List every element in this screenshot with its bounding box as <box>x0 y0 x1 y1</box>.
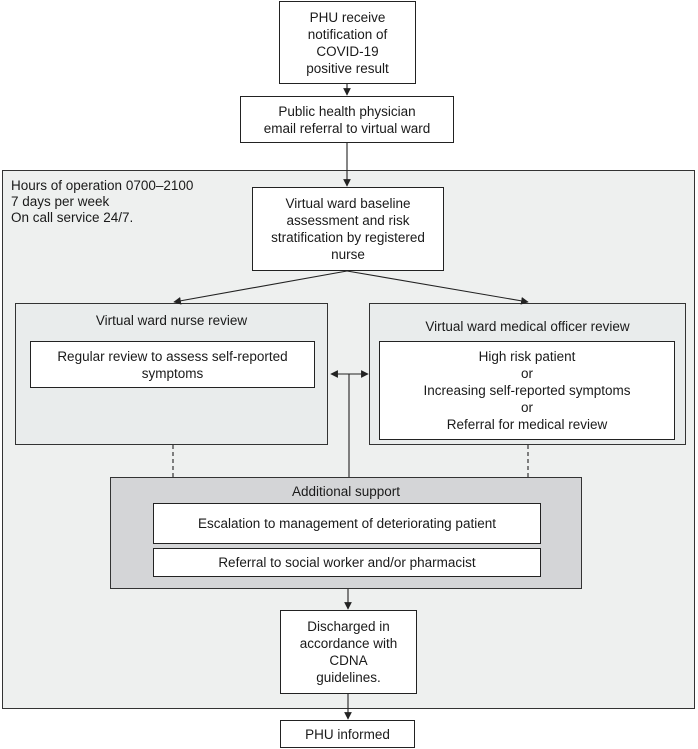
arrow-assessment-to-nurse-review <box>173 270 348 305</box>
nurse-review-title: Virtual ward nurse review <box>95 313 248 328</box>
baseline-assessment-line: assessment and risk <box>286 213 410 228</box>
discharged-line: guidelines. <box>316 670 381 685</box>
phu-notification-line: PHU receive <box>309 9 386 25</box>
nurse-review-item-line: symptoms <box>141 365 204 381</box>
additional-support-title: Additional support <box>291 484 401 499</box>
discharged-node: Discharged in accordance with CDNA guide… <box>280 610 417 694</box>
on-call-line: On call service 24/7. <box>11 210 134 225</box>
baseline-assessment-line: Virtual ward baseline <box>285 196 411 211</box>
phu-informed-node: PHU informed <box>280 720 415 748</box>
baseline-assessment-line: stratification by registered <box>271 230 425 245</box>
nurse-review-item: Regular review to assess self-reported s… <box>30 341 315 388</box>
baseline-assessment-node: Virtual ward baseline assessment and ris… <box>252 187 444 271</box>
discharged-line: CDNA <box>329 653 368 668</box>
phu-notification-line: notification of <box>307 26 388 42</box>
medical-review-item-line: or <box>520 366 533 381</box>
phu-notification-node: PHU receive notification of COVID-19 pos… <box>279 1 416 84</box>
operation-days-line: 7 days per week <box>11 194 110 209</box>
medical-review-item: High risk patient or Increasing self-rep… <box>379 341 675 440</box>
nurse-review-item-line: Regular review to assess self-reported <box>57 348 288 364</box>
discharged-line: accordance with <box>299 636 398 651</box>
medical-review-item-line: Referral for medical review <box>446 417 608 432</box>
escalation-item: Escalation to management of deterioratin… <box>153 503 541 544</box>
medical-review-item-line: Increasing self-reported symptoms <box>423 383 631 398</box>
physician-referral-line: email referral to virtual ward <box>263 120 431 136</box>
medical-review-item-line: or <box>520 400 533 415</box>
discharged-line: Discharged in <box>307 619 390 634</box>
medical-review-item-line: High risk patient <box>478 349 576 364</box>
phu-notification-line: COVID-19 <box>316 43 379 59</box>
operation-hours-note: Hours of operation 0700–2100 7 days per … <box>11 178 193 226</box>
arrow-assessment-to-medical-review <box>346 270 529 305</box>
baseline-assessment-line: nurse <box>331 247 365 262</box>
social-worker-referral-item: Referral to social worker and/or pharmac… <box>153 548 541 577</box>
phu-notification-line: positive result <box>306 60 389 76</box>
medical-review-title: Virtual ward medical officer review <box>425 319 630 334</box>
operation-hours-line: Hours of operation 0700–2100 <box>11 178 194 193</box>
physician-referral-line: Public health physician <box>278 103 416 119</box>
physician-referral-node: Public health physician email referral t… <box>240 96 454 143</box>
